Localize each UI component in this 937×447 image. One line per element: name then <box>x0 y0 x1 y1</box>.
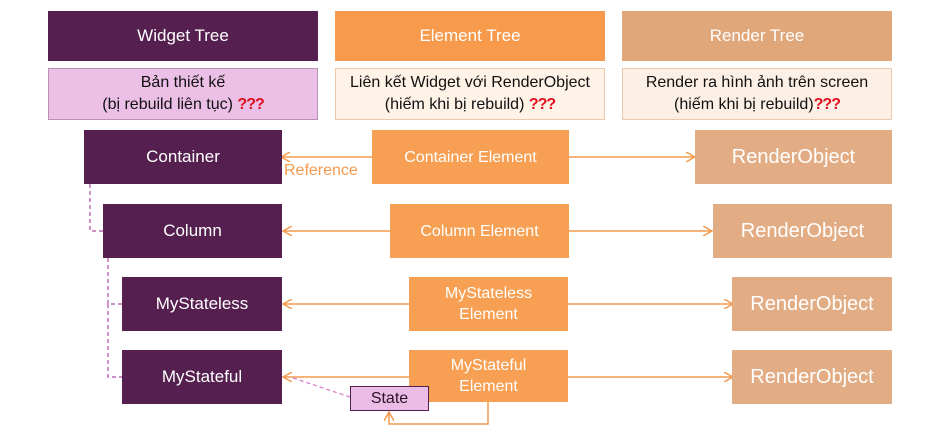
widget-desc-line2: (bị rebuild liên tục) <box>102 96 233 113</box>
widget-desc-line2-wrap: (bị rebuild liên tục) ??? <box>102 94 265 116</box>
widget-node-mystateful: MyStateful <box>122 350 282 404</box>
element-label: Column Element <box>420 222 539 240</box>
element-desc-line1: Liên kết Widget với RenderObject <box>350 74 590 91</box>
render-desc-line2-wrap: (hiếm khi bị rebuild)??? <box>674 94 841 116</box>
element-label-line2: Element <box>459 378 518 395</box>
widget-node-container: Container <box>84 130 282 184</box>
element-desc-line2-wrap: (hiếm khi bị rebuild) ??? <box>384 94 556 116</box>
render-tree-description: Render ra hình ảnh trên screen (hiếm khi… <box>622 68 892 120</box>
widget-node-mystateless: MyStateless <box>122 277 282 331</box>
element-node-mystateless: MyStateless Element <box>409 277 568 331</box>
tree-line-column-stateful <box>107 304 122 378</box>
render-node-2: RenderObject <box>713 204 892 258</box>
question-marks: ??? <box>813 96 841 113</box>
state-link-dashed <box>289 376 351 398</box>
question-marks: ??? <box>528 96 556 113</box>
render-desc-line2: (hiếm khi bị rebuild) <box>674 96 814 113</box>
widget-node-column: Column <box>103 204 282 258</box>
render-desc-line1: Render ra hình ảnh trên screen <box>645 74 869 91</box>
element-label-line1: MyStateful <box>450 357 527 374</box>
widget-tree-description: Bản thiết kế (bị rebuild liên tục) ??? <box>48 68 318 120</box>
render-tree-header: Render Tree <box>622 11 892 61</box>
widget-tree-header: Widget Tree <box>48 11 318 61</box>
reference-label: Reference <box>284 162 358 179</box>
element-node-container: Container Element <box>372 130 569 184</box>
element-label: Container Element <box>404 148 537 166</box>
render-node-3: RenderObject <box>732 277 892 331</box>
element-label-line1: MyStateless <box>444 285 533 302</box>
element-desc-line2: (hiếm khi bị rebuild) <box>384 96 525 113</box>
tree-line-column-stateless <box>107 258 122 305</box>
element-node-mystateful: MyStateful Element <box>409 350 568 402</box>
tree-line-container-column <box>89 184 103 232</box>
element-tree-header: Element Tree <box>335 11 605 61</box>
render-node-4: RenderObject <box>732 350 892 404</box>
state-box: State <box>350 386 429 411</box>
widget-desc-line1: Bản thiết kế <box>140 74 226 91</box>
element-node-column: Column Element <box>390 204 569 258</box>
render-node-1: RenderObject <box>695 130 892 184</box>
element-tree-description: Liên kết Widget với RenderObject (hiếm k… <box>335 68 605 120</box>
question-marks: ??? <box>237 96 264 113</box>
arrow-element-to-state <box>389 402 489 425</box>
element-label-line2: Element <box>459 306 518 323</box>
